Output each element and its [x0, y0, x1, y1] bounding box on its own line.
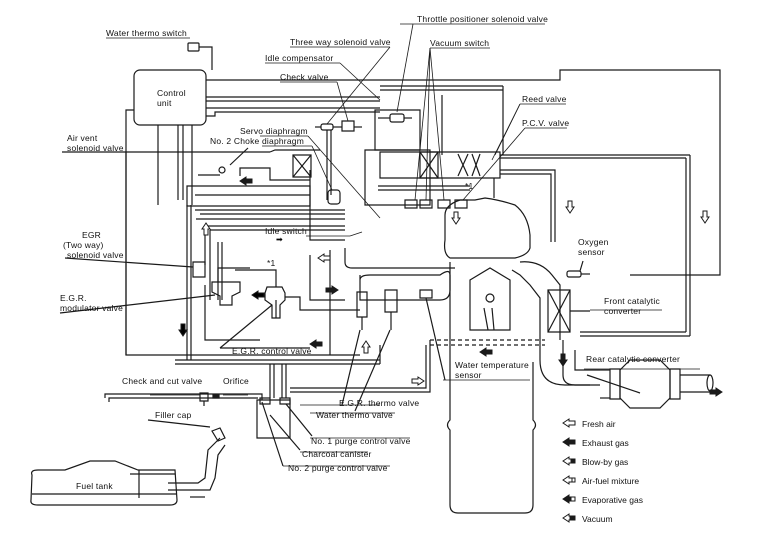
legend-item-evaporative-gas: Evaporative gas — [582, 495, 643, 505]
legend-item-vacuum: Vacuum — [582, 514, 613, 524]
legend-item-air-fuel-mixture: Air-fuel mixture — [582, 476, 640, 486]
no1-purge-control-valve-label: No. 1 purge control valve — [311, 436, 411, 446]
legend-item-exhaust-gas: Exhaust gas — [582, 438, 629, 448]
water-thermo-switch — [188, 43, 199, 51]
egr-solenoid-label-1: EGR — [82, 230, 102, 240]
idle-compensator-label: Idle compensator — [265, 53, 334, 63]
egr-thermo-valve — [357, 292, 367, 317]
check-and-cut-valve-label: Check and cut valve — [122, 376, 203, 386]
ref-1-label-b: *1 — [465, 181, 474, 191]
ref-1-label-a: *1 — [267, 258, 276, 268]
throttle-positioner-solenoid-valve — [390, 114, 404, 122]
fresh-air-arrow-icon — [563, 419, 575, 427]
filler-cap — [212, 428, 225, 441]
exhaust-arrow-icon — [310, 340, 322, 348]
water-thermo-valve-label: Water thermo valve — [316, 410, 393, 420]
three-way-solenoid-valve-label: Three way solenoid valve — [290, 37, 391, 47]
orifice — [213, 395, 219, 398]
charcoal-canister-label: Charcoal canister — [302, 449, 372, 459]
egr-control-valve — [265, 287, 285, 318]
reed-valve-label: Reed valve — [522, 94, 567, 104]
water-temp-sensor — [420, 290, 432, 298]
rear-catalytic-converter — [610, 360, 680, 408]
no2-purge-control-valve-label: No. 2 purge control valve — [288, 463, 388, 473]
exhaust-arrow-icon — [559, 354, 567, 366]
exhaust-arrow-icon — [480, 348, 492, 356]
egr-control-valve-label: E.G.R. control valve — [232, 346, 312, 356]
front-cat-label-1: Front catalytic — [604, 296, 660, 306]
oxygen-sensor-label-2: sensor — [578, 247, 605, 257]
no2-choke-diaphragm — [328, 190, 340, 204]
egr-modulator-label-1: E.G.R. — [60, 293, 87, 303]
control-unit-label-2: unit — [157, 98, 172, 108]
exhaust-gas-arrow-icon — [563, 438, 575, 446]
water-thermo-valve — [385, 290, 397, 312]
fresh-air-arrow-icon — [566, 201, 574, 213]
filler-cap-label: Filler cap — [155, 410, 192, 420]
fuel-tank — [31, 461, 177, 505]
servo-diaphragm — [321, 124, 333, 130]
air-cleaner — [445, 198, 530, 258]
orifice-label: Orifice — [223, 376, 249, 386]
front-cat-label-2: converter — [604, 306, 642, 316]
servo-diaphragm-label: Servo diaphragm — [240, 126, 308, 136]
no2-choke-diaphragm-label: No. 2 Choke diaphragm — [210, 136, 304, 146]
air-vent-solenoid-valve — [293, 155, 311, 177]
air-vent-label-1: Air vent — [67, 133, 98, 143]
egr-modulator-label-2: modulator valve — [60, 303, 124, 313]
water-temp-sensor-label-1: Water temperature — [455, 360, 529, 370]
legend-item-fresh-air: Fresh air — [582, 419, 616, 429]
exhaust-arrow-icon — [710, 388, 722, 396]
egr-solenoid-label-2: (Two way) — [63, 240, 104, 250]
fuel-tank-label: Fuel tank — [76, 481, 113, 491]
idle-switch-label: Idle switch — [265, 226, 307, 236]
fresh-air-arrow-icon — [202, 223, 210, 235]
water-temp-sensor-label-2: sensor — [455, 370, 482, 380]
legend-item-blow-by-gas: Blow-by gas — [582, 457, 629, 467]
egr-modulator-valve — [212, 282, 240, 305]
air-vent-label-2: solenoid valve — [67, 143, 124, 153]
svg-text:➡: ➡ — [276, 235, 283, 244]
egr-solenoid-valve — [193, 262, 205, 277]
fresh-air-arrow-icon — [179, 324, 187, 336]
egr-thermo-valve-label: E.G.R. thermo valve — [339, 398, 420, 408]
fresh-air-arrow-icon — [701, 211, 709, 223]
pcv-valve — [455, 200, 467, 208]
egr-solenoid-label-3: solenoid valve — [67, 250, 124, 260]
exhaust-arrow-icon — [240, 177, 252, 185]
exhaust-arrow-icon — [326, 286, 338, 294]
engine-block — [448, 262, 536, 513]
vacuum-arrow-icon — [252, 291, 264, 299]
rear-catalytic-converter-label: Rear catalytic converter — [586, 354, 681, 364]
fresh-air-arrow-icon — [362, 341, 370, 353]
control-unit-label-1: Control — [157, 88, 186, 98]
oxygen-sensor-label-1: Oxygen — [578, 237, 609, 247]
check-valve-label: Check valve — [280, 72, 329, 82]
check-valve — [342, 121, 354, 131]
evaporative-gas-arrow-icon — [412, 377, 424, 385]
oxygen-sensor — [567, 271, 581, 277]
legend-icons — [563, 419, 575, 522]
pcv-valve-label: P.C.V. valve — [522, 118, 570, 128]
blow-by-arrow-icon — [318, 254, 330, 262]
throttle-positioner-solenoid-valve-label: Throttle positioner solenoid valve — [417, 14, 549, 24]
water-thermo-switch-label: Water thermo switch — [106, 28, 187, 38]
air-fuel-arrow-icon — [452, 212, 460, 224]
vacuum-switch-label: Vacuum switch — [430, 38, 490, 48]
